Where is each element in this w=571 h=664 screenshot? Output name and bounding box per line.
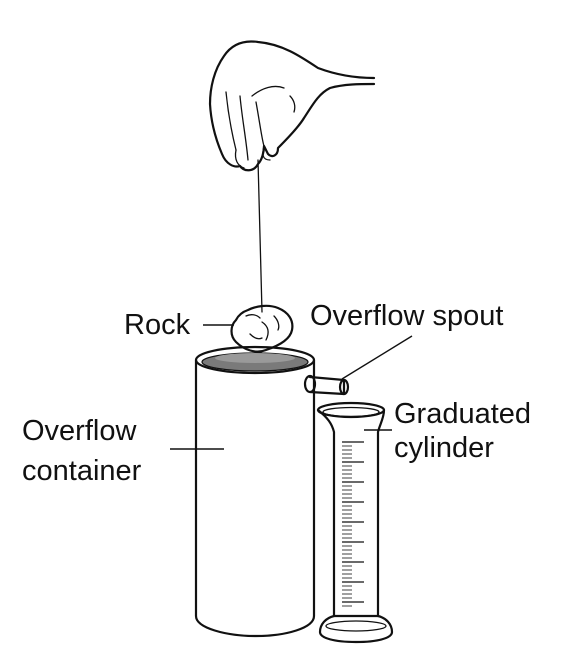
graduation-marks [342,441,364,607]
graduated-cylinder-label-line2: cylinder [394,432,494,464]
rock-illustration [230,304,294,353]
overflow-spout-illustration [303,374,350,396]
overflow-spout-leader-line [341,335,413,380]
overflow-container-label-line1: Overflow [22,415,137,447]
string [257,159,263,313]
rock-label: Rock [124,309,191,341]
hand-illustration [208,40,376,172]
overflow-spout-label: Overflow spout [310,300,503,332]
overflow-container-label-line2: container [22,455,142,487]
graduated-cylinder-illustration [316,401,394,644]
graduated-cylinder-label-line1: Graduated [394,398,531,430]
overflow-container-illustration [194,345,316,638]
